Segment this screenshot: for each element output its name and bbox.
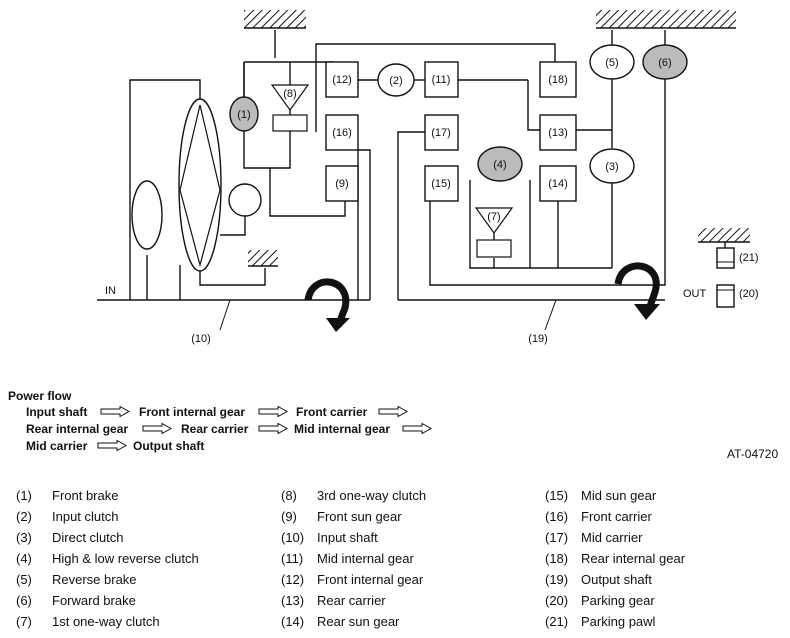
power-flow-title: Power flow [8,389,72,403]
flow-arrow-icon [97,440,127,451]
legend-item: (13)Rear carrier [281,593,386,608]
label-front-carrier: (16) [332,127,352,139]
stator-ellipse [131,180,163,250]
label-parking-gear: (20) [739,288,759,300]
front-internal-gear-box [325,61,359,98]
legend-item: (2)Input clutch [16,509,119,524]
label-front-internal-gear: (12) [332,74,352,86]
flow-arrow-icon [402,423,432,434]
parking-pawl-box [716,247,735,269]
1st-one-way-clutch-triangle [474,207,514,235]
label-front-sun-gear: (9) [335,178,348,190]
label-rear-carrier: (13) [548,127,568,139]
label-rear-sun-gear: (14) [548,178,568,190]
legend-item: (18)Rear internal gear [545,551,686,566]
legend-item: (17)Mid carrier [545,530,643,545]
mid-internal-gear-box [424,61,459,98]
high-low-reverse-clutch-circle [477,146,523,182]
legend-item: (5)Reverse brake [16,572,137,587]
rear-internal-gear-box [539,61,577,98]
power-flow-step: Mid carrier [26,439,88,453]
direct-clutch-circle [589,148,635,184]
mid-carrier-box [424,114,459,151]
legend-item: (7)1st one-way clutch [16,614,160,629]
output-rotation-arrow [614,262,660,314]
power-flow-step: Output shaft [133,439,205,453]
power-flow: Power flow Input shaft Front internal ge… [0,388,790,458]
parking-gear-box [716,284,735,308]
label-reverse-brake: (5) [605,57,618,69]
forward-brake-circle [642,44,688,80]
front-brake-circle [229,96,259,132]
legend-item: (8)3rd one-way clutch [281,488,427,503]
label-front-brake: (1) [237,109,250,121]
legend-item: (6)Forward brake [16,593,136,608]
flow-arrow-icon [100,406,130,417]
label-rear-internal-gear: (18) [548,74,568,86]
flow-arrow-icon [378,406,408,417]
power-flow-step: Front internal gear [139,405,246,419]
mid-sun-gear-box [424,165,459,202]
legend-item: (9)Front sun gear [281,509,402,524]
legend-item: (15)Mid sun gear [545,488,657,503]
power-flow-step: Rear carrier [181,422,249,436]
label-high-low-reverse-clutch: (4) [493,159,506,171]
power-flow-step: Input shaft [26,405,88,419]
transmission-diagram: (1) (2) (3) (4) (5) (6) (7) (8) (9) (11)… [97,10,759,345]
legend-item: (21)Parking pawl [545,614,656,629]
torque-converter [178,98,222,272]
legend-item: (19)Output shaft [545,572,652,587]
legend-item: (10)Input shaft [281,530,378,545]
reverse-brake-circle [589,44,635,80]
flow-arrow-icon [258,423,288,434]
legend-item: (14)Rear sun gear [281,614,400,629]
flow-arrow-icon [142,423,172,434]
power-flow-step: Front carrier [296,405,368,419]
in-label: IN [105,285,116,297]
label-direct-clutch: (3) [605,161,618,173]
figure-code: AT-04720 [727,447,779,461]
legend-item: (4)High & low reverse clutch [16,551,199,566]
rear-carrier-box [539,114,577,151]
label-output-shaft: (19) [528,333,548,345]
front-carrier-box [325,114,359,151]
out-label: OUT [683,288,707,300]
flow-arrow-icon [258,406,288,417]
legend-item: (1)Front brake [16,488,119,503]
label-forward-brake: (6) [658,57,671,69]
legend-item: (11)Mid internal gear [281,551,414,566]
input-clutch-circle [377,63,415,97]
rear-sun-gear-box [539,165,577,202]
label-mid-sun-gear: (15) [431,178,451,190]
label-1st-one-way-clutch: (7) [487,211,500,223]
power-flow-step: Rear internal gear [26,422,129,436]
legend-item: (16)Front carrier [545,509,652,524]
label-mid-carrier: (17) [431,127,451,139]
label-input-clutch: (2) [389,75,402,87]
input-rotation-arrow [304,278,350,328]
oil-pump-circle [228,183,262,217]
3rd-one-way-clutch-triangle [270,84,310,112]
label-3rd-one-way-clutch: (8) [283,88,296,100]
legend-item: (20)Parking gear [545,593,655,608]
label-mid-internal-gear: (11) [432,74,451,86]
ground-hatch-mid [248,250,278,266]
legend-item: (3)Direct clutch [16,530,124,545]
ground-hatch-top-left [244,10,306,28]
label-parking-pawl: (21) [739,252,759,264]
ground-hatch-top-right [596,10,736,28]
power-flow-step: Mid internal gear [294,422,391,436]
front-sun-gear-box [325,165,359,202]
label-input-shaft: (10) [191,333,211,345]
ground-hatch-parking [698,228,750,242]
legend-item: (12)Front internal gear [281,572,424,587]
